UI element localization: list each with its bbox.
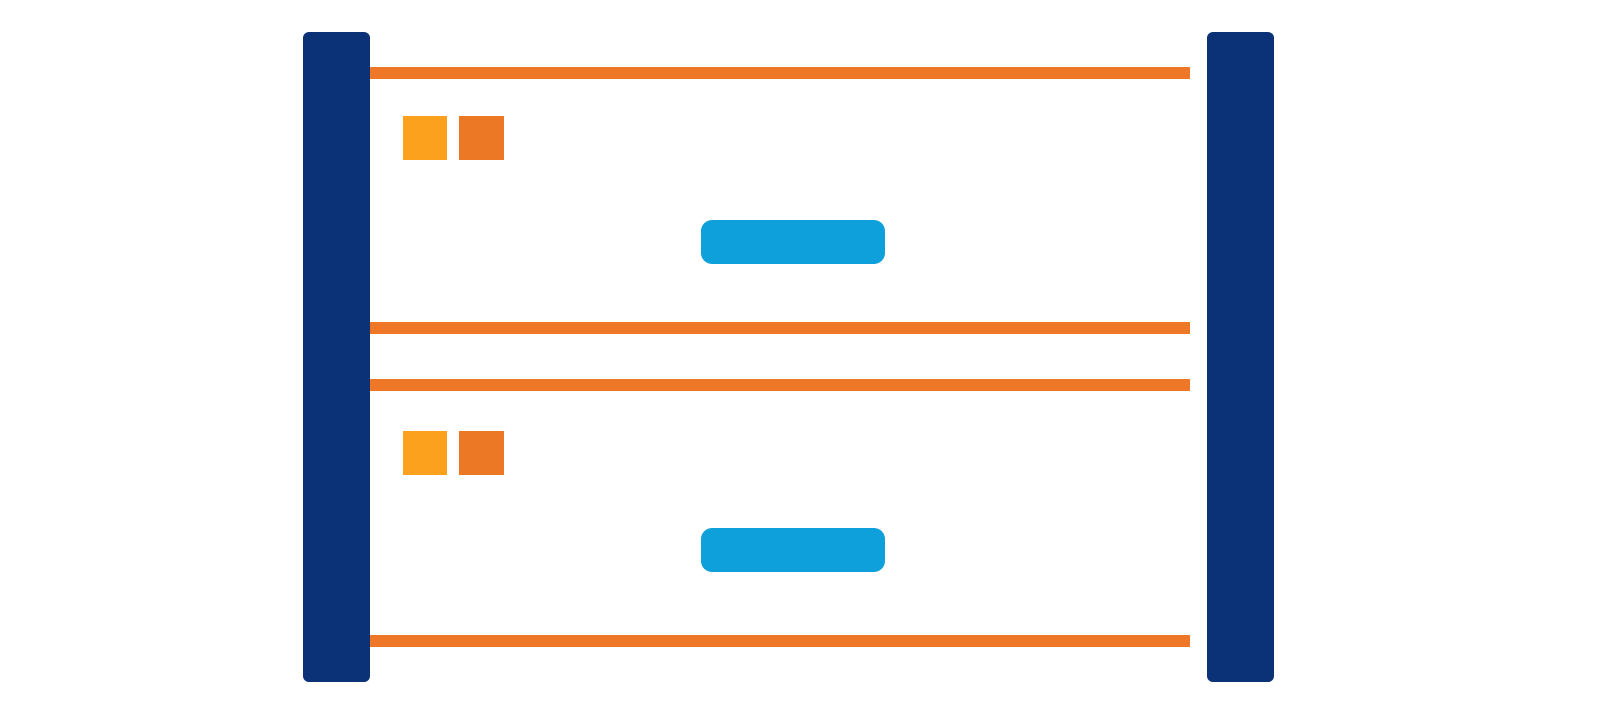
indicator-light-orange — [459, 431, 504, 475]
server-unit-bottom — [403, 431, 885, 572]
rack-rail-bottom-lower — [360, 635, 1190, 647]
rack-post-left — [303, 32, 370, 682]
drive-slot — [701, 528, 885, 572]
server-unit-top — [403, 116, 885, 264]
indicator-light-amber — [403, 431, 447, 475]
rack-rail-top-upper — [360, 67, 1190, 79]
rack-rail-top-lower — [360, 322, 1190, 334]
indicator-light-orange — [459, 116, 504, 160]
rack-rail-bottom-upper — [360, 379, 1190, 391]
drive-slot — [701, 220, 885, 264]
indicator-light-amber — [403, 116, 447, 160]
rack-post-right — [1207, 32, 1274, 682]
